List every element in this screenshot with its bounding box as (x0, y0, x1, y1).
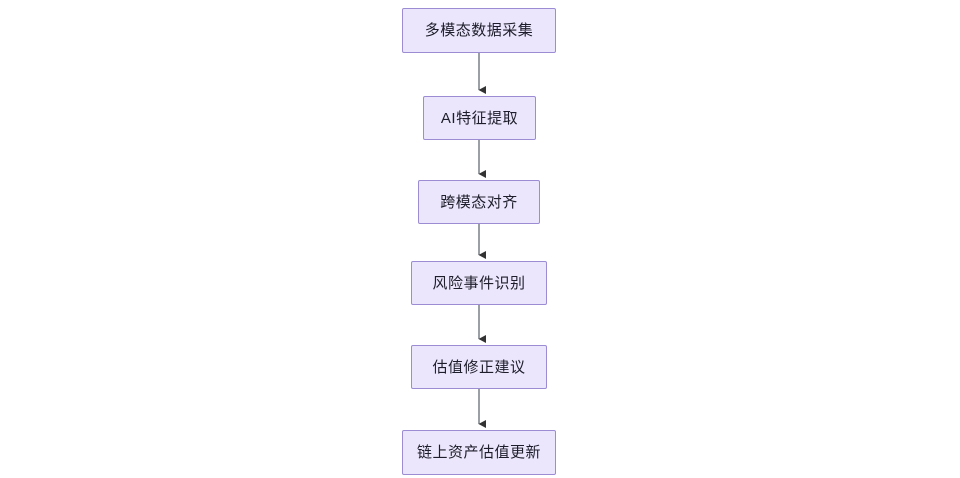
flow-node-onchain-valuation-update[interactable]: 链上资产估值更新 (402, 430, 556, 475)
flow-node-label: 风险事件识别 (432, 274, 526, 292)
flow-node-feature-extraction[interactable]: AI特征提取 (423, 96, 536, 140)
flow-node-cross-modal-alignment[interactable]: 跨模态对齐 (418, 180, 540, 224)
flow-node-label: 链上资产估值更新 (416, 444, 541, 461)
flow-node-label: 多模态数据采集 (424, 22, 534, 39)
flow-node-risk-event-detection[interactable]: 风险事件识别 (411, 261, 547, 305)
flow-node-label: AI特征提取 (440, 109, 519, 127)
flow-node-label: 估值修正建议 (432, 358, 526, 376)
flow-node-data-collection[interactable]: 多模态数据采集 (402, 8, 556, 53)
flow-node-label: 跨模态对齐 (440, 193, 518, 211)
flow-node-valuation-adjustment[interactable]: 估值修正建议 (411, 345, 547, 389)
